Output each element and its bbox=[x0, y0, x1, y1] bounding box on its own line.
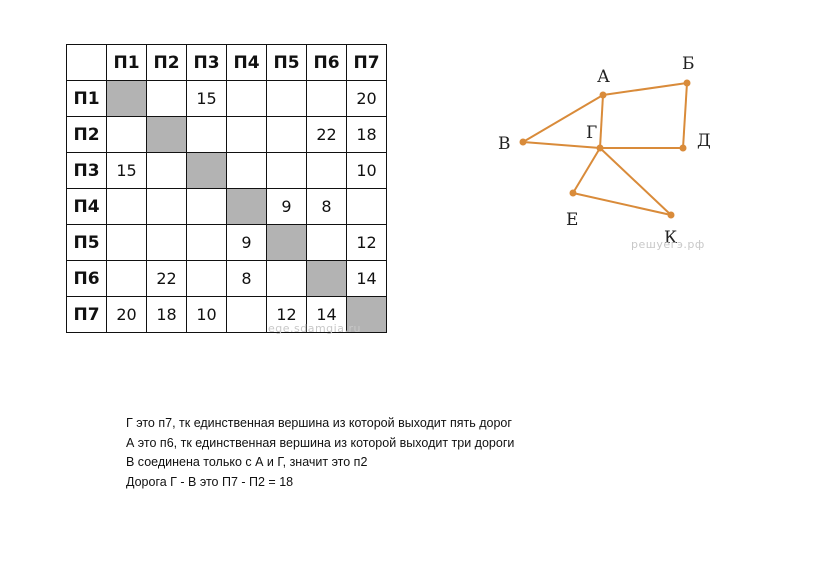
graph-vertex bbox=[596, 144, 604, 152]
graph-edge bbox=[602, 82, 688, 96]
table-cell: 14 bbox=[346, 260, 387, 297]
graph-vertex bbox=[683, 79, 691, 87]
diagonal-cell bbox=[266, 224, 307, 261]
diagonal-cell bbox=[346, 296, 387, 333]
table-cell: 9 bbox=[266, 188, 307, 225]
solution-notes: Г это п7, тк единственная вершина из кот… bbox=[126, 414, 514, 492]
table-cell: 10 bbox=[186, 296, 227, 333]
graph-edge bbox=[682, 82, 688, 149]
graph-edge bbox=[572, 192, 672, 216]
table-cell: 20 bbox=[106, 296, 147, 333]
note-line: В соединена только с А и Г, значит это п… bbox=[126, 455, 368, 469]
vertex-label: Г bbox=[586, 123, 597, 143]
column-header: П7 bbox=[346, 44, 387, 81]
table-cell bbox=[146, 152, 187, 189]
table-cell: 20 bbox=[346, 80, 387, 117]
graph-watermark: решуегэ.рф bbox=[631, 238, 705, 251]
row-header: П2 bbox=[66, 116, 107, 153]
table-cell bbox=[226, 80, 267, 117]
table-cell: 14 bbox=[306, 296, 347, 333]
table-cell bbox=[186, 224, 227, 261]
table-watermark: ege.sdamgia.ru bbox=[268, 322, 361, 335]
note-line: Дорога Г - В это П7 - П2 = 18 bbox=[126, 474, 294, 489]
vertex-label: В bbox=[498, 134, 511, 154]
graph-edge bbox=[572, 147, 601, 194]
graph-vertex bbox=[519, 138, 527, 146]
vertex-label: Е bbox=[566, 210, 578, 230]
vertex-label: Д bbox=[697, 131, 711, 151]
table-cell bbox=[346, 188, 387, 225]
graph-edge bbox=[599, 147, 672, 216]
vertex-label: А bbox=[597, 67, 610, 87]
table-cell: 18 bbox=[146, 296, 187, 333]
table-cell bbox=[186, 116, 227, 153]
table-cell bbox=[266, 152, 307, 189]
graph-edge bbox=[522, 94, 604, 143]
table-cell bbox=[266, 80, 307, 117]
table-cell: 22 bbox=[146, 260, 187, 297]
graph-vertex bbox=[569, 189, 577, 197]
graph-vertex bbox=[679, 144, 687, 152]
table-cell: 8 bbox=[306, 188, 347, 225]
column-header: П6 bbox=[306, 44, 347, 81]
graph-edge bbox=[522, 141, 601, 149]
table-cell bbox=[226, 296, 267, 333]
graph-vertex bbox=[599, 91, 607, 99]
diagonal-cell bbox=[226, 188, 267, 225]
note-line: А это п6, тк единственная вершина из кот… bbox=[126, 435, 515, 450]
table-cell bbox=[226, 152, 267, 189]
vertex-label: Б bbox=[682, 54, 695, 74]
table-cell bbox=[106, 188, 147, 225]
note-line: Г это п7, тк единственная вершина из кот… bbox=[126, 416, 512, 430]
row-header: П4 bbox=[66, 188, 107, 225]
table-cell: 12 bbox=[266, 296, 307, 333]
row-header: П7 bbox=[66, 296, 107, 333]
table-cell: 18 bbox=[346, 116, 387, 153]
graph-vertex bbox=[667, 211, 675, 219]
vertex-label: К bbox=[664, 228, 677, 248]
graph-edge bbox=[599, 94, 604, 149]
column-header: П3 bbox=[186, 44, 227, 81]
table-cell: 22 bbox=[306, 116, 347, 153]
diagonal-cell bbox=[186, 152, 227, 189]
